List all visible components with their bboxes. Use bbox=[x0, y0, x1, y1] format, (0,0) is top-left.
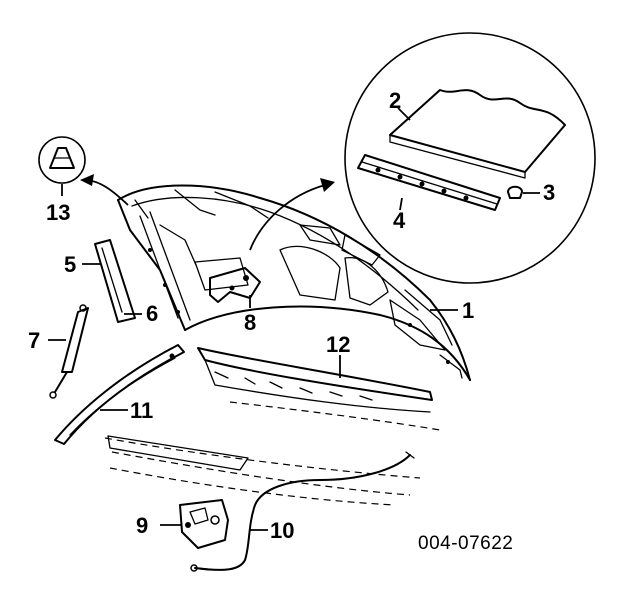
latch-part-9 bbox=[179, 499, 229, 549]
seal-part-11 bbox=[54, 344, 185, 445]
figure-id: 004-07622 bbox=[418, 533, 513, 554]
callout-8: 8 bbox=[244, 310, 256, 335]
cowl-screen-part-12 bbox=[197, 347, 433, 413]
callout-12: 12 bbox=[326, 332, 350, 357]
hood-panel bbox=[117, 184, 471, 381]
callout-11: 11 bbox=[130, 398, 153, 423]
callout-labels: 1 2 3 4 5 6 7 8 9 10 11 12 13 bbox=[28, 88, 555, 543]
arrow-to-part-13 bbox=[80, 174, 129, 206]
callout-10: 10 bbox=[270, 518, 294, 543]
detail-circle-insulator bbox=[344, 32, 596, 284]
callout-3: 3 bbox=[543, 180, 555, 205]
bracket-part-5-6 bbox=[94, 239, 136, 323]
callout-6: 6 bbox=[146, 301, 158, 326]
callout-1: 1 bbox=[462, 298, 474, 323]
release-cable-part-10 bbox=[190, 451, 415, 572]
callout-9: 9 bbox=[136, 513, 148, 538]
callout-4: 4 bbox=[393, 208, 406, 233]
callout-7: 7 bbox=[28, 328, 40, 353]
bumper-detail-part-13 bbox=[38, 136, 86, 184]
prop-rod-part-7 bbox=[49, 304, 89, 399]
body-outline-dashed bbox=[104, 401, 441, 506]
hinge-part-8 bbox=[209, 267, 261, 303]
leader-lines bbox=[48, 107, 540, 531]
callout-2: 2 bbox=[389, 88, 401, 113]
callout-13: 13 bbox=[46, 200, 70, 225]
callout-5: 5 bbox=[64, 252, 76, 277]
arrow-to-detail-circle bbox=[249, 178, 335, 251]
